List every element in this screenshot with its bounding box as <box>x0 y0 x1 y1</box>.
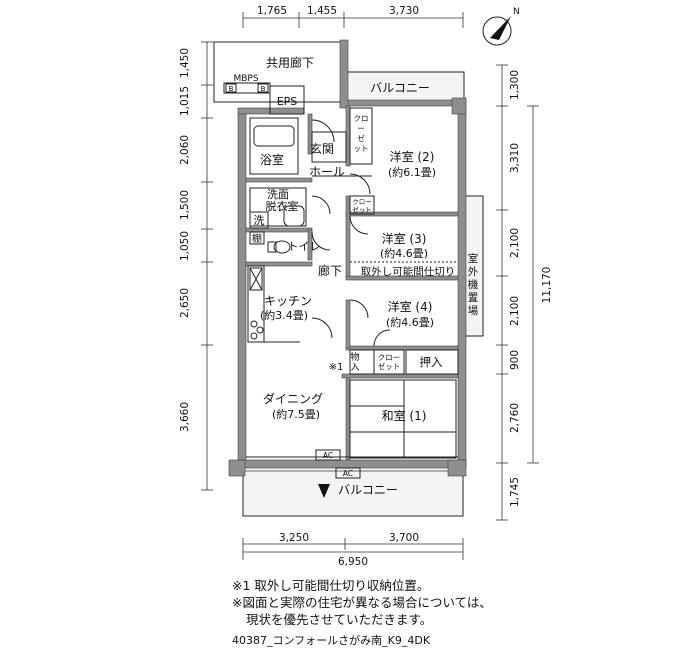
interior-lines <box>223 82 459 479</box>
dim-right-5: 900 <box>509 350 521 370</box>
dim-left-5: 1,050 <box>179 231 191 261</box>
north-arrow: N <box>482 7 520 46</box>
closet-1-label-3: ゼ <box>357 133 365 143</box>
washer-label: 洗 <box>254 214 265 227</box>
outdoor-unit-label-4: 置 <box>468 292 479 304</box>
mbps-b2-label: B <box>261 85 266 93</box>
storage-label-1: 物 <box>350 351 359 363</box>
dim-left-1: 1,450 <box>179 48 191 78</box>
closet-3-label-1: クロー <box>378 353 401 362</box>
eps-label: EPS <box>277 95 298 108</box>
dim-left-6: 2,650 <box>179 288 191 318</box>
dim-right-total: 11,170 <box>541 267 553 304</box>
bedroom4-label: 洋室 (4) <box>388 299 433 314</box>
dim-bottom-2: 3,700 <box>389 532 419 544</box>
dim-top-2: 1,455 <box>307 5 337 17</box>
bath-label: 浴室 <box>260 152 284 167</box>
dim-bottom-1: 3,250 <box>279 532 309 544</box>
bedroom2-size: (約6.1畳) <box>388 165 436 179</box>
dim-top-3: 3,730 <box>389 5 419 17</box>
dining-label: ダイニング <box>263 391 323 406</box>
dim-left-2: 1,015 <box>179 86 191 116</box>
washroom-label-1: 洗面 <box>267 188 289 201</box>
dimension-lines <box>201 12 539 560</box>
common-corridor-label: 共用廊下 <box>266 55 314 70</box>
note-marker: ※1 <box>329 362 344 373</box>
bedroom2-label: 洋室 (2) <box>390 149 435 164</box>
corridor-label: 廊下 <box>318 263 342 278</box>
note-3: 現状を優先させていただきます。 <box>246 612 433 627</box>
dim-bottom-total: 6,950 <box>338 556 368 568</box>
note-2: ※図面と実際の住宅が異なる場合については、 <box>232 595 492 610</box>
closet-2-label-1: クロー <box>352 198 372 206</box>
kitchen-label: キッチン <box>264 294 312 308</box>
storage-label-2: 入 <box>350 362 359 373</box>
plan-caption: 40387_コンフォールさがみ南_K9_4DK <box>232 634 431 647</box>
walls <box>228 39 467 477</box>
outdoor-unit-label-5: 場 <box>468 304 479 317</box>
balcony-south-label: バルコニー <box>338 483 398 497</box>
note-1: ※1 取外し可能間仕切り収納位置。 <box>232 578 430 593</box>
north-label: N <box>513 7 520 17</box>
dim-right-6: 2,760 <box>509 403 521 433</box>
closet-1-label-2: ー <box>357 124 365 133</box>
dim-left-4: 1,500 <box>179 190 191 220</box>
closet-3-label-2: ゼット <box>378 361 401 371</box>
washroom-label-2: 脱衣室 <box>266 199 299 213</box>
kitchen-size: (約3.4畳) <box>260 308 308 322</box>
bedroom3-size: (約4.6畳) <box>380 246 428 260</box>
dim-left-7: 3,660 <box>179 402 191 432</box>
mbps-b1-label: B <box>229 85 234 93</box>
dim-right-4: 2,100 <box>509 296 521 326</box>
toilet-label: トイレ <box>288 240 321 253</box>
outdoor-unit-label-3: 機 <box>468 278 479 291</box>
closet-2-label-2: ゼット <box>352 205 372 214</box>
dimension-labels: 1,765 1,455 3,730 1,450 1,015 2,060 1,50… <box>179 5 553 568</box>
hall-label: ホール <box>309 165 345 179</box>
balcony-marker-icon <box>318 484 330 498</box>
outdoor-unit-label-2: 外 <box>468 266 479 278</box>
japanese-room-label: 和室 (1) <box>382 408 427 423</box>
dim-right-2: 3,310 <box>509 143 521 173</box>
closet-1-label-1: クロ <box>354 114 369 123</box>
ac-label-2: AC <box>343 469 353 478</box>
ac-label-1: AC <box>323 451 333 460</box>
dim-right-1: 1,300 <box>509 70 521 100</box>
dim-right-3: 2,100 <box>509 228 521 258</box>
balcony-north-label: バルコニー <box>370 81 430 95</box>
oshiire-label: 押入 <box>420 355 443 369</box>
mbps-label: MBPS <box>233 74 258 84</box>
bedroom4-size: (約4.6畳) <box>386 315 434 329</box>
outdoor-unit-label-1: 室 <box>468 252 479 265</box>
dim-top-1: 1,765 <box>257 5 287 17</box>
room-labels: 共用廊下 MBPS B B EPS バルコニー クロ ー ゼ ット 浴室 玄関 … <box>229 55 479 497</box>
partition-label: 取外し可能間仕切り <box>361 265 456 278</box>
entrance-label: 玄関 <box>310 141 334 156</box>
closet-1-label-4: ット <box>354 144 369 153</box>
dim-left-3: 2,060 <box>179 135 191 165</box>
bedroom3-label: 洋室 (3) <box>382 231 427 246</box>
dim-right-7: 1,745 <box>509 477 521 507</box>
dining-size: (約7.5畳) <box>272 407 320 421</box>
shelf-label: 棚 <box>252 232 262 245</box>
